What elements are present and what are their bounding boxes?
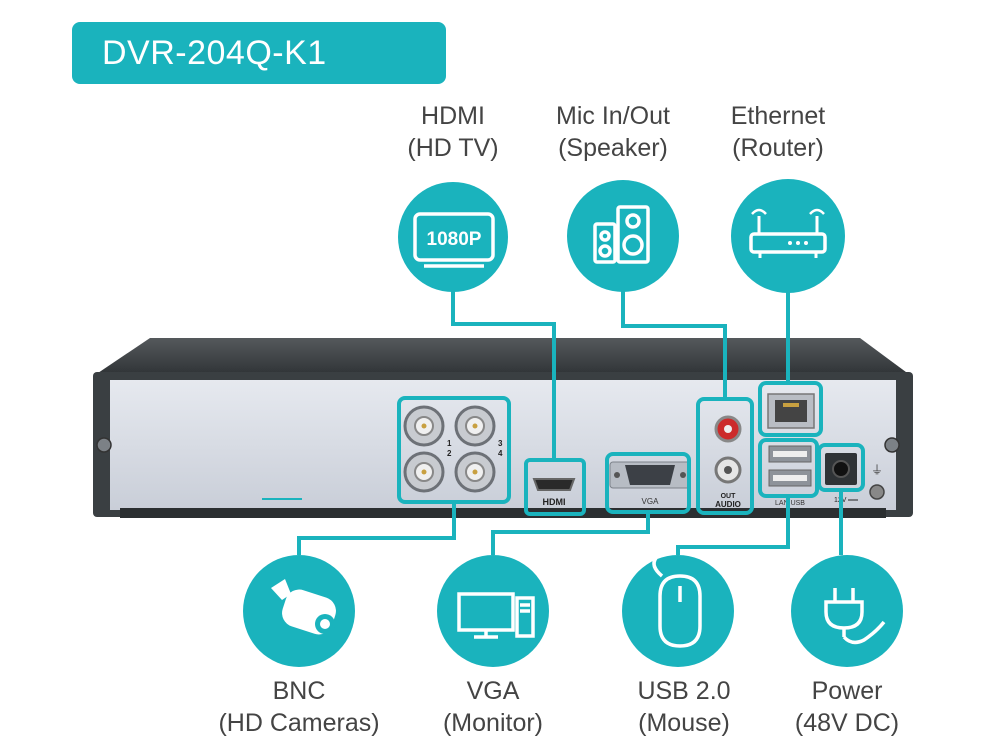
vga-line: [491, 512, 650, 555]
usb-label: USB 2.0 (Mouse): [574, 675, 794, 739]
hdmi-label-sub: (HD TV): [407, 134, 499, 162]
audio-out-label: OUT: [721, 493, 737, 500]
usb-label-title: USB 2.0: [637, 677, 731, 705]
bnc-label-2: 2: [447, 449, 452, 458]
lan-usb-panel-label: LAN USB: [775, 500, 805, 507]
lan-port: [767, 393, 815, 429]
ground-symbol: ⏚: [871, 463, 883, 477]
vga-label: VGA (Monitor): [383, 675, 603, 739]
monitor-icon-circle: [437, 555, 549, 667]
bnc-port-2: [454, 405, 496, 447]
bnc-port-1: [403, 405, 445, 447]
hdmi-panel-label: HDMI: [543, 497, 566, 507]
bnc-connectors: 1 2 3 4: [403, 405, 503, 493]
bnc-label-1: 1: [447, 439, 452, 448]
plug-icon-circle: [791, 555, 903, 667]
vga-port: VGA: [609, 461, 691, 506]
connector-lines: [297, 290, 843, 555]
top-icons: 1080P: [398, 179, 845, 293]
ethernet-label-title: Ethernet: [730, 102, 826, 130]
router-icon-circle: [731, 179, 845, 293]
vga-label-title: VGA: [466, 677, 520, 705]
bnc-label-3: 3: [498, 439, 503, 448]
power-label-sub: (48V DC): [794, 709, 900, 737]
usb-line: [676, 496, 790, 555]
bnc-label-sub: (HD Cameras): [218, 709, 380, 737]
hdmi-icon-circle: 1080P: [398, 182, 508, 292]
tv-1080p-icon: 1080P: [413, 212, 495, 268]
tv-icon-text: 1080P: [427, 229, 482, 250]
plug-icon: [824, 588, 886, 645]
power-jack: 12V ⏚: [825, 453, 885, 504]
camera-icon: [271, 579, 336, 635]
power-label-title: Power: [811, 677, 883, 705]
ground-screw: [869, 484, 885, 500]
screw-right: [884, 437, 900, 453]
hdmi-port: HDMI: [532, 478, 576, 507]
model-name: DVR-204Q-K1: [102, 34, 327, 72]
lan-highlight: [758, 381, 823, 437]
bottom-icons: [243, 555, 903, 667]
router-icon: [749, 208, 827, 258]
bnc-port-4: [454, 451, 496, 493]
model-badge: DVR-204Q-K1: [72, 22, 446, 84]
hdmi-line: [451, 290, 556, 460]
audio-ports: OUT AUDIO: [714, 415, 742, 509]
bnc-label-title: BNC: [272, 677, 326, 705]
bnc-line: [297, 502, 456, 555]
dvr-top-lid: [95, 338, 910, 375]
monitor-icon: [457, 592, 535, 639]
screw-left: [96, 437, 112, 453]
usb-label-sub: (Mouse): [638, 709, 730, 737]
ethernet-label-sub: (Router): [732, 134, 824, 162]
ethernet-label: Ethernet (Router): [668, 100, 888, 164]
bnc-label-4: 4: [498, 449, 503, 458]
power-label: Power (48V DC): [737, 675, 957, 739]
audio-panel-label: AUDIO: [715, 500, 741, 509]
hdmi-label: HDMI (HD TV): [343, 100, 563, 164]
mic-label-sub: (Speaker): [558, 134, 668, 162]
bnc-port-3: [403, 451, 445, 493]
bnc-label: BNC (HD Cameras): [189, 675, 409, 739]
usb-ports: LAN USB: [768, 445, 812, 507]
dvr-rear-panel: [110, 380, 896, 510]
speaker-icon-circle: [567, 180, 679, 292]
mouse-icon: [652, 556, 702, 648]
camera-icon-circle: [243, 555, 355, 667]
mic-label-title: Mic In/Out: [556, 102, 670, 130]
audio-line: [621, 290, 727, 399]
hdmi-label-title: HDMI: [421, 102, 485, 130]
vga-panel-label: VGA: [642, 497, 660, 506]
dvr-base: [120, 508, 886, 518]
speaker-icon: [593, 205, 650, 264]
mouse-icon-circle: [622, 555, 734, 667]
dvr-unit: 1 2 3 4 HDMI VGA OUT AUDIO: [93, 338, 913, 518]
mic-label: Mic In/Out (Speaker): [503, 100, 723, 164]
vga-label-sub: (Monitor): [442, 709, 543, 737]
